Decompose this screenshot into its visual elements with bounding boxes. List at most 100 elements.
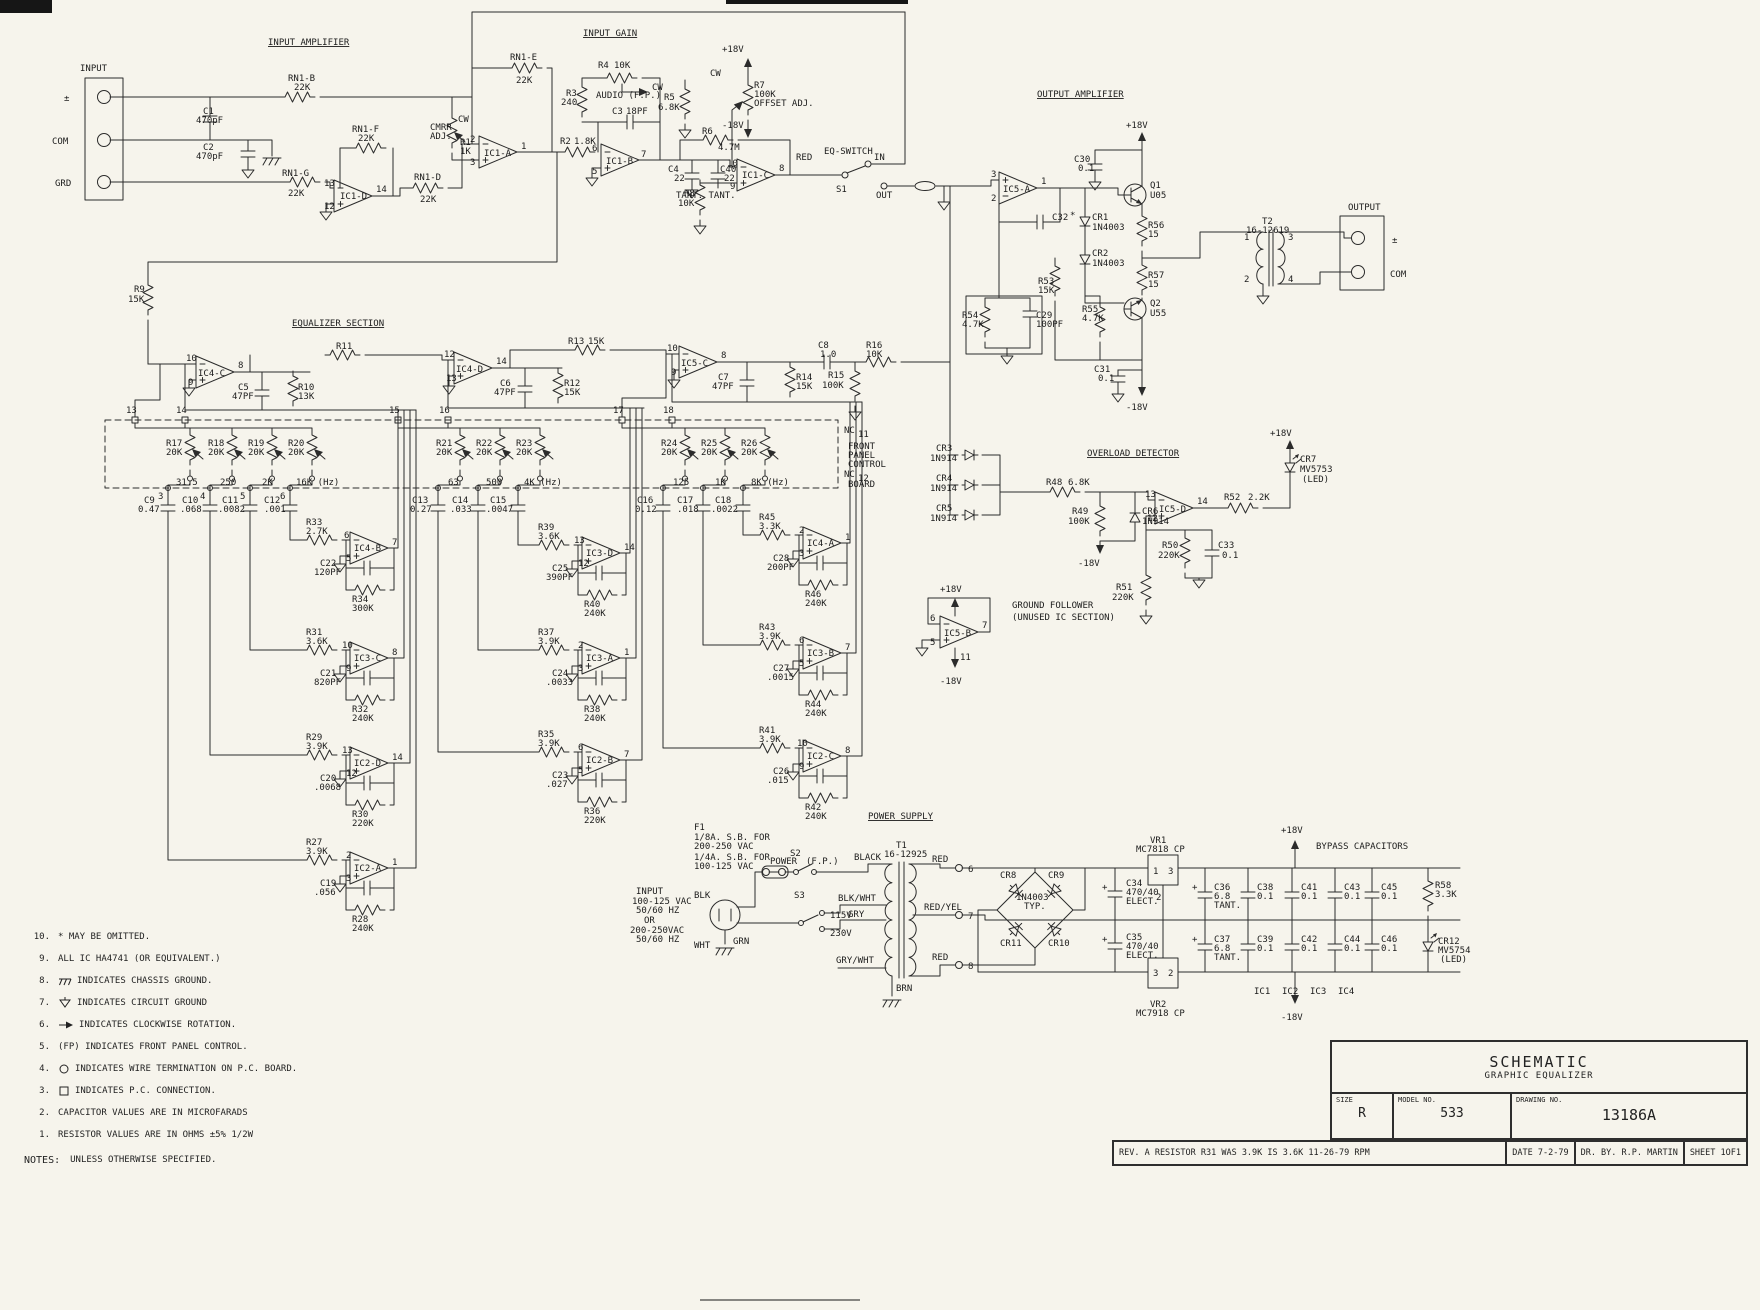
schematic-label: CMRR bbox=[430, 123, 452, 133]
schematic-label: R51 bbox=[1116, 583, 1132, 593]
schematic-label: 17 bbox=[613, 406, 624, 416]
schematic-geometry bbox=[207, 485, 213, 491]
schematic-label: 1 bbox=[845, 533, 850, 543]
component-symbol bbox=[950, 658, 960, 669]
schematic-label: .0068 bbox=[314, 783, 341, 793]
schematic-geometry bbox=[846, 11, 1000, 516]
component-symbol bbox=[743, 80, 753, 115]
schematic-label: 3.3K bbox=[1435, 890, 1457, 900]
size-label: SIZE bbox=[1336, 1096, 1353, 1104]
schematic-label: 3.9K bbox=[538, 637, 560, 647]
schematic-label: 3.6K bbox=[306, 637, 328, 647]
component-symbol bbox=[1285, 886, 1299, 904]
schematic-label: RN1-E bbox=[510, 53, 537, 63]
schematic-label: 120PF bbox=[314, 568, 341, 578]
schematic-geometry bbox=[880, 182, 888, 190]
component-symbol bbox=[313, 448, 326, 460]
component-symbol bbox=[601, 72, 638, 84]
schematic-label: 1 bbox=[392, 858, 397, 868]
schematic-label: ADJ. bbox=[430, 132, 452, 142]
component-symbol bbox=[349, 904, 386, 916]
schematic-label: 3.9K bbox=[306, 847, 328, 857]
note-number: 10. bbox=[33, 932, 50, 942]
component-symbol bbox=[736, 499, 750, 517]
schematic-label: 2 bbox=[346, 851, 351, 861]
schematic-label: 6 bbox=[578, 743, 583, 753]
schematic-label: -18V bbox=[1281, 1013, 1303, 1023]
schematic-label: 230V bbox=[830, 929, 852, 939]
component-symbol bbox=[357, 775, 377, 791]
schematic-label: .056 bbox=[314, 888, 336, 898]
schematic-label: 12 bbox=[444, 350, 455, 360]
schematic-label: R33 bbox=[306, 518, 322, 528]
schematic-label: C41 bbox=[1301, 883, 1317, 893]
schematic-label: IC4 bbox=[1338, 987, 1354, 997]
schematic-label: S3 bbox=[794, 891, 805, 901]
input-gain-section bbox=[559, 57, 843, 235]
schematic-label: 100PF bbox=[1036, 320, 1063, 330]
note-text: RESISTOR VALUES ARE IN OHMS ±5% 1/2W bbox=[58, 1130, 254, 1140]
schematic-label: 6 bbox=[930, 614, 935, 624]
note-number: 7. bbox=[39, 998, 50, 1008]
schematic-label: -18V bbox=[722, 121, 744, 131]
schematic-label: R35 bbox=[538, 730, 554, 740]
schematic-label: OR bbox=[644, 916, 655, 926]
schematic-label: 0.1 bbox=[1344, 944, 1360, 954]
schematic-label: R48 bbox=[1046, 478, 1062, 488]
component-symbol bbox=[357, 670, 377, 686]
schematic-label: 3.9K bbox=[759, 735, 781, 745]
component-symbol bbox=[349, 694, 386, 706]
schematic-label: 5 bbox=[578, 766, 583, 776]
schematic-label: 10 bbox=[727, 159, 738, 169]
component-symbol bbox=[241, 145, 255, 163]
schematic-label: MV5753 bbox=[1300, 465, 1333, 475]
schematic-label: 8 bbox=[721, 351, 726, 361]
schematic-label: 1N914 bbox=[1142, 517, 1169, 527]
schematic-geometry bbox=[984, 134, 1352, 393]
schematic-label: 22K bbox=[358, 134, 375, 144]
component-symbol bbox=[581, 694, 618, 706]
schematic-label: 8 bbox=[968, 962, 973, 972]
schematic-label: 390PF bbox=[546, 573, 573, 583]
component-symbol bbox=[1129, 508, 1141, 526]
scan-artifact bbox=[726, 0, 908, 4]
schematic-label: 3 bbox=[991, 170, 996, 180]
schematic-label: R53 bbox=[1038, 277, 1054, 287]
schematic-label: IC1 bbox=[1254, 987, 1270, 997]
schematic-label: C18 bbox=[715, 496, 731, 506]
schematic-label: R46 bbox=[805, 590, 821, 600]
note-number: 6. bbox=[39, 1020, 50, 1030]
schematic-label: .018 bbox=[677, 505, 699, 515]
schematic-label: 3 bbox=[799, 549, 804, 559]
schematic-geometry bbox=[921, 597, 991, 665]
schematic-label: 240K bbox=[352, 924, 374, 934]
component-symbol bbox=[279, 91, 316, 103]
drawing-title: SCHEMATIC bbox=[1489, 1053, 1589, 1071]
schematic-label: 10 bbox=[667, 344, 678, 354]
schematic-label: 14 bbox=[392, 753, 403, 763]
drawing-subtitle: GRAPHIC EQUALIZER bbox=[1484, 1071, 1594, 1081]
component-symbol bbox=[680, 84, 690, 119]
component-symbol bbox=[620, 114, 640, 130]
component-symbol bbox=[1111, 391, 1125, 403]
schematic-label: 4.7M bbox=[718, 143, 740, 153]
schematic-label: R1 bbox=[460, 138, 471, 148]
schematic-label: IC5-C bbox=[681, 359, 708, 369]
schematic-label: ± bbox=[1392, 236, 1398, 246]
schematic-label: .0082 bbox=[218, 505, 245, 515]
schematic-label: GRD bbox=[55, 179, 71, 189]
schematic-label: PANEL bbox=[848, 451, 875, 461]
schematic-geometry bbox=[841, 171, 849, 179]
schematic-label: 3.9K bbox=[306, 742, 328, 752]
schematic-label: 470/40 bbox=[1126, 888, 1159, 898]
schematic-label: IC5-D bbox=[1159, 505, 1186, 515]
schematic-label: IN bbox=[874, 153, 885, 163]
schematic-geometry bbox=[134, 422, 766, 861]
note-text: * MAY BE OMITTED. bbox=[58, 932, 151, 942]
schematic-label: 11 bbox=[960, 653, 971, 663]
component-symbol bbox=[577, 82, 587, 117]
schematic-label: -18V bbox=[1126, 403, 1148, 413]
schematic-label: +18V bbox=[940, 585, 962, 595]
schematic-label: 13 bbox=[446, 374, 457, 384]
schematic-label: 50/60 HZ bbox=[636, 935, 680, 945]
